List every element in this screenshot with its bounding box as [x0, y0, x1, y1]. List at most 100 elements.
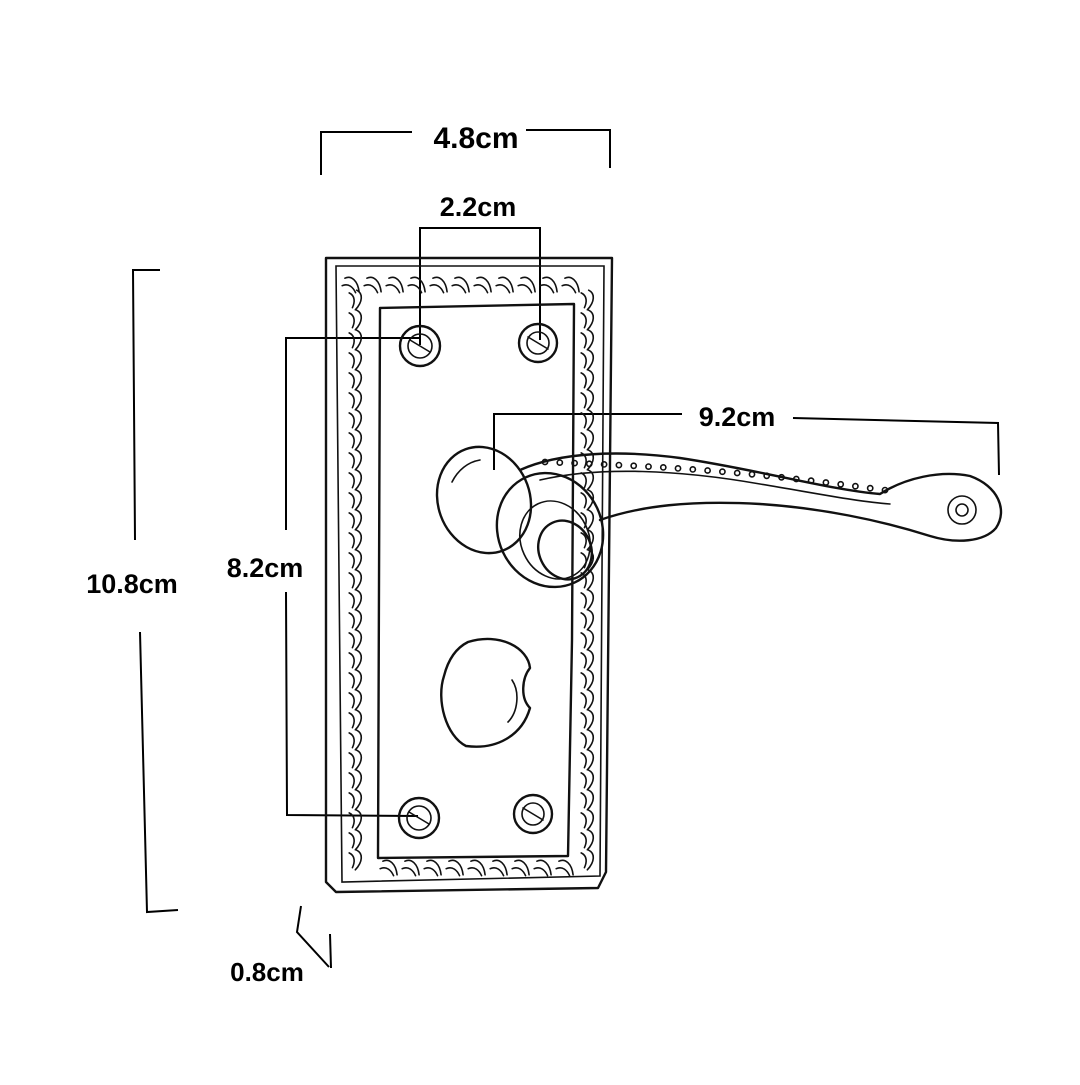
- dimension-screw-spacing-horizontal: 2.2cm: [419, 192, 541, 345]
- lever-bead: [822, 479, 830, 486]
- rope-twist: [348, 589, 363, 611]
- rope-twist: [580, 629, 595, 651]
- rope-twist: [348, 709, 363, 731]
- rope-twist: [348, 769, 363, 791]
- rope-twist: [348, 489, 363, 511]
- rope-twist: [348, 849, 363, 871]
- rope-twist: [517, 276, 536, 294]
- dimension-plate-width: 4.8cm: [320, 122, 611, 175]
- rope-twist: [580, 329, 595, 351]
- rope-twist: [580, 849, 595, 871]
- rope-twist: [401, 859, 420, 877]
- rope-twist: [348, 749, 363, 771]
- rope-twist: [348, 809, 363, 831]
- rope-twist: [348, 329, 363, 351]
- lever-bead: [733, 469, 741, 477]
- screw-top-right: [517, 322, 559, 364]
- rope-twist: [348, 469, 363, 491]
- back-plate: [324, 256, 614, 894]
- rope-twist: [348, 629, 363, 651]
- lever-bead: [674, 464, 682, 472]
- rope-twist: [555, 859, 574, 877]
- rope-twist: [348, 609, 363, 631]
- rope-twist: [348, 669, 363, 691]
- lever-bead: [615, 461, 623, 469]
- rope-twist: [348, 349, 363, 371]
- rope-twist: [580, 749, 595, 771]
- rope-twist: [348, 689, 363, 711]
- rope-twist: [580, 509, 595, 531]
- lever-bead: [541, 458, 549, 466]
- rope-twist: [429, 276, 448, 294]
- rope-twist: [580, 609, 595, 631]
- rope-twist: [385, 276, 404, 294]
- rope-twist: [473, 276, 492, 294]
- rope-twist: [348, 449, 363, 471]
- screw-bottom-right: [512, 793, 554, 835]
- rope-twist: [348, 829, 363, 851]
- rope-twist: [348, 309, 363, 331]
- lever-bead: [748, 470, 756, 478]
- rope-twist: [341, 276, 360, 294]
- rope-twist: [348, 529, 363, 551]
- rope-twist: [580, 349, 595, 371]
- lever-bead: [645, 463, 652, 470]
- rope-twist: [407, 276, 426, 294]
- label-lever-length: 9.2cm: [699, 402, 776, 432]
- rope-twist: [580, 309, 595, 331]
- rope-twist: [580, 769, 595, 791]
- rope-twist: [580, 369, 595, 391]
- lever-bead: [881, 486, 889, 494]
- screw-bottom-left: [397, 796, 441, 840]
- lever-bead: [659, 463, 667, 471]
- dimension-plate-thickness: 0.8cm: [230, 905, 332, 987]
- rope-twist: [511, 859, 530, 877]
- rope-twist: [348, 289, 363, 311]
- rope-twist: [348, 429, 363, 451]
- rope-twist: [348, 649, 363, 671]
- rope-twist: [580, 489, 595, 511]
- rope-twist: [495, 276, 514, 294]
- lever-bead: [630, 462, 638, 470]
- lever-bead: [719, 468, 726, 476]
- rope-twist: [467, 859, 486, 877]
- lever-bead: [763, 472, 771, 480]
- lever-bead-detail: [541, 458, 889, 494]
- rope-twist: [348, 729, 363, 751]
- rope-twist: [363, 276, 382, 294]
- rope-twist: [580, 669, 595, 691]
- lever-bead: [807, 477, 815, 485]
- rope-twist: [580, 649, 595, 671]
- screw-top-left: [398, 324, 442, 368]
- rope-twist: [580, 789, 595, 811]
- rope-twist: [348, 409, 363, 431]
- rope-twist: [580, 409, 595, 431]
- keyhole: [440, 637, 532, 748]
- rope-twist: [561, 276, 580, 294]
- rope-twist: [580, 389, 595, 411]
- rope-border-pattern: [341, 276, 595, 877]
- rope-twist: [580, 589, 595, 611]
- rope-twist: [580, 529, 595, 551]
- lever-bead: [556, 459, 564, 466]
- lever-bead: [837, 480, 845, 488]
- label-screw-spacing-vertical: 8.2cm: [227, 553, 304, 583]
- rope-twist: [580, 689, 595, 711]
- rope-twist: [580, 809, 595, 831]
- lever-bead: [571, 459, 578, 467]
- rope-twist: [348, 509, 363, 531]
- rope-twist: [580, 429, 595, 451]
- rope-twist: [348, 369, 363, 391]
- rope-twist: [539, 276, 558, 294]
- rope-twist: [379, 859, 398, 877]
- dimension-plate-height: 10.8cm: [86, 269, 179, 914]
- rope-twist: [348, 569, 363, 591]
- lever-bead: [600, 460, 608, 468]
- dimension-lever-length: 9.2cm: [493, 402, 1000, 476]
- rope-twist: [423, 859, 442, 877]
- label-plate-thickness: 0.8cm: [230, 957, 304, 987]
- lever-bead: [585, 460, 593, 468]
- lever-bead: [866, 484, 874, 492]
- lever-handle: [435, 445, 1003, 589]
